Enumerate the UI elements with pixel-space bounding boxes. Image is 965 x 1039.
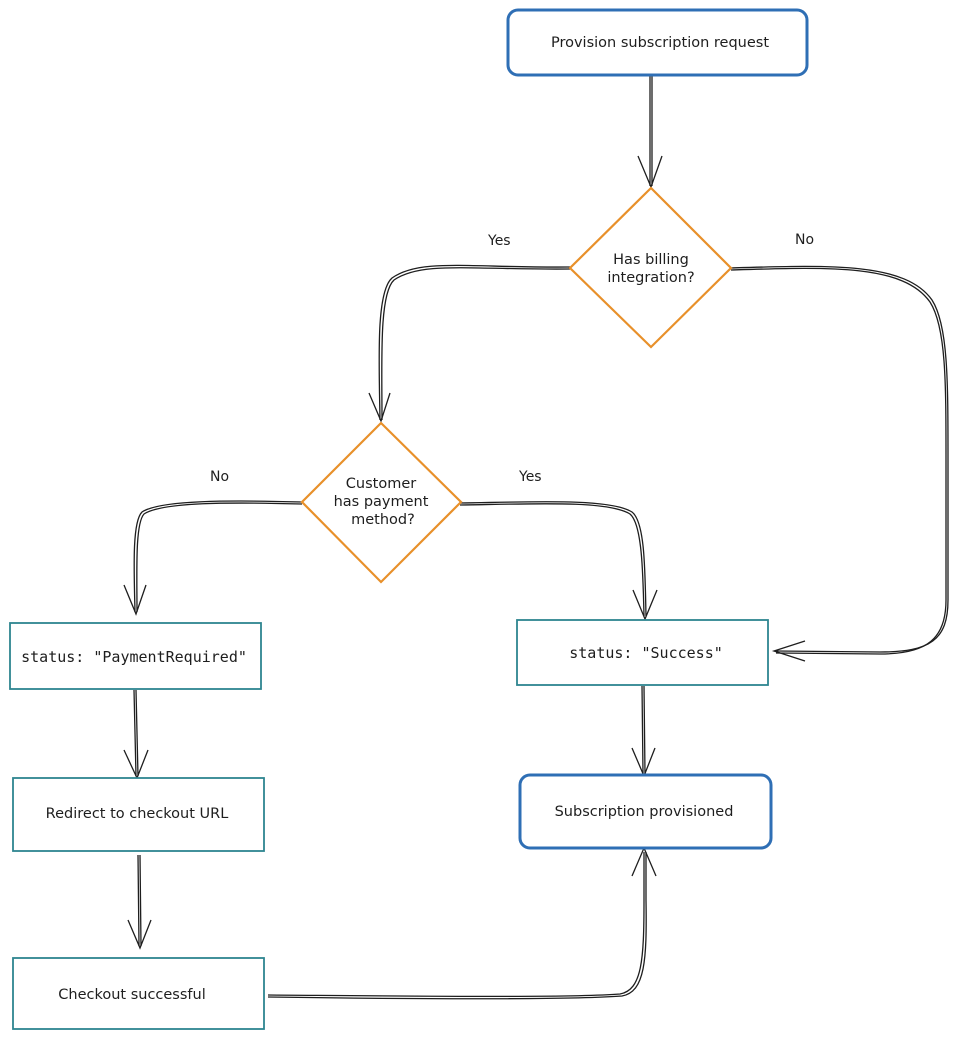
edge-request-to-billing: [649, 76, 653, 186]
edge-payment-no-double: [136, 502, 303, 613]
label-billing-yes: Yes: [487, 233, 511, 249]
edge-payment-yes-double: [459, 503, 645, 617]
node-provision-request-label: Provision subscription request: [551, 35, 769, 51]
node-redirect-checkout-shape: [12, 777, 265, 852]
node-status-success[interactable]: status: "Success": [516, 619, 769, 686]
edge-paymentrequired-to-redirect: [133, 689, 139, 777]
node-has-payment-line-3: method?: [351, 512, 415, 528]
edge-billing-no: [729, 265, 949, 653]
node-has-payment-line-2: has payment: [334, 494, 429, 510]
edges: [123, 76, 949, 1000]
edge-billing-yes-double: [381, 267, 571, 421]
node-provision-request-shape: [506, 8, 809, 77]
arrowhead-status-success-top: [632, 589, 658, 621]
node-checkout-successful[interactable]: Checkout successful: [12, 957, 265, 1030]
arrowhead-payment-decision: [368, 392, 391, 423]
label-billing-no: No: [795, 232, 814, 248]
node-status-payment-required[interactable]: status: "PaymentRequired": [9, 622, 262, 690]
label-payment-no: No: [210, 469, 229, 485]
node-checkout-successful-shape: [12, 957, 265, 1030]
edge-success-to-provisioned: [641, 685, 646, 775]
node-checkout-successful-label: Checkout successful: [58, 987, 206, 1003]
node-has-payment[interactable]: Customer has payment method?: [300, 421, 463, 584]
node-subscription-provisioned-shape: [518, 773, 773, 850]
arrowhead-payment-required: [123, 584, 147, 616]
edge-payment-no: [133, 500, 303, 613]
label-payment-yes: Yes: [518, 469, 542, 485]
edge-redirect-to-checkout: [137, 854, 142, 947]
edge-checkout-to-provisioned-double: [267, 852, 647, 1000]
node-has-billing-line-2: integration?: [607, 270, 694, 286]
edge-billing-yes: [378, 264, 571, 421]
edge-billing-no-double: [730, 267, 947, 655]
node-status-payment-required-label: status: "PaymentRequired": [21, 648, 247, 666]
node-status-success-shape: [516, 619, 769, 686]
edge-checkout-to-provisioned: [267, 852, 645, 998]
node-subscription-provisioned[interactable]: Subscription provisioned: [518, 773, 773, 850]
node-has-payment-shape: [300, 421, 463, 584]
node-has-billing-shape: [568, 186, 733, 349]
node-has-billing[interactable]: Has billing integration?: [568, 186, 733, 349]
node-provision-request[interactable]: Provision subscription request: [506, 8, 809, 77]
edge-payment-yes: [459, 501, 647, 617]
node-status-payment-required-shape: [9, 622, 262, 690]
node-status-success-label: status: "Success": [569, 644, 723, 662]
arrowhead-checkout: [127, 919, 152, 950]
node-has-payment-line-1: Customer: [346, 476, 416, 492]
arrowhead-status-success-right: [771, 640, 806, 662]
node-subscription-provisioned-label: Subscription provisioned: [555, 804, 734, 820]
node-redirect-checkout-label: Redirect to checkout URL: [46, 806, 229, 822]
node-redirect-checkout[interactable]: Redirect to checkout URL: [12, 777, 265, 852]
node-has-billing-line-1: Has billing: [613, 252, 689, 268]
edge-labels: Yes No No Yes: [210, 232, 814, 485]
